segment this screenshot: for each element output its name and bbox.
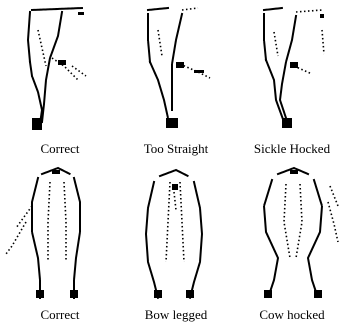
side-view-correct-leg-illustration bbox=[2, 0, 118, 140]
side-view-sickle-hocked-leg-illustration bbox=[234, 0, 350, 140]
panel-side-sickle-hocked: Sickle Hocked bbox=[234, 0, 350, 140]
panel-rear-correct: Correct bbox=[2, 162, 118, 307]
rear-view-cow-hocked-illustration bbox=[234, 162, 350, 307]
panel-side-too-straight: Too Straight bbox=[118, 0, 234, 140]
rear-view-bow-legged-illustration bbox=[118, 162, 234, 307]
panel-side-correct: Correct bbox=[2, 0, 118, 140]
rear-view-correct-legs-illustration bbox=[2, 162, 118, 307]
caption-rear-correct: Correct bbox=[2, 307, 118, 323]
caption-rear-bow-legged: Bow legged bbox=[118, 307, 234, 323]
caption-rear-cow-hocked: Cow hocked bbox=[234, 307, 350, 323]
side-view-too-straight-leg-illustration bbox=[118, 0, 234, 140]
caption-side-correct: Correct bbox=[2, 141, 118, 157]
panel-rear-bow-legged: Bow legged bbox=[118, 162, 234, 307]
caption-side-sickle-hocked: Sickle Hocked bbox=[234, 141, 350, 157]
panel-rear-cow-hocked: Cow hocked bbox=[234, 162, 350, 307]
caption-side-too-straight: Too Straight bbox=[118, 141, 234, 157]
